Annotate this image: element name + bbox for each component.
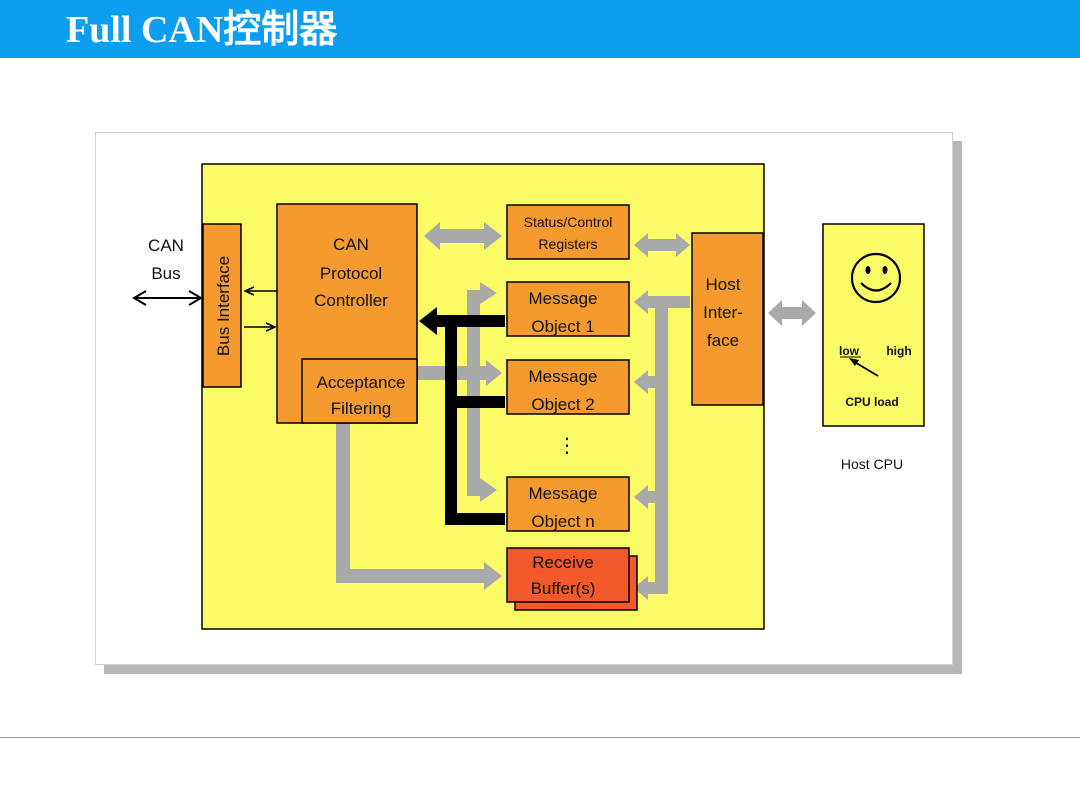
message-object-2-label-line1: Message — [529, 367, 598, 386]
receive-buffers-label-line1: Receive — [532, 553, 593, 572]
message-object-1-label-line2: Object 1 — [531, 317, 594, 336]
protocol-controller-label-line3: Controller — [314, 291, 388, 310]
host-interface-block — [691, 232, 764, 406]
message-object-1-block — [506, 281, 630, 337]
host-cpu-label: Host CPU — [841, 456, 903, 472]
host-interface-label-line2: Inter- — [703, 303, 743, 322]
message-object-n-label-line1: Message — [529, 484, 598, 503]
can-bus-label-line1: CAN — [148, 236, 184, 255]
receive-buffers-label-line2: Buffer(s) — [531, 579, 596, 598]
receive-buffers-block — [506, 547, 630, 603]
smiley-face-icon — [850, 252, 902, 304]
message-object-2-block — [506, 359, 630, 415]
can-bus-arrowhead-left — [132, 290, 147, 306]
message-objects-ellipsis: ⋮ — [557, 435, 577, 457]
message-object-1-label-line1: Message — [529, 289, 598, 308]
bus-interface-block — [202, 223, 242, 388]
page-title: Full CAN控制器 — [66, 9, 338, 51]
host-interface-label-line3: face — [707, 331, 739, 350]
grey-data-paths — [336, 222, 816, 600]
acceptance-filtering-label-line1: Acceptance — [317, 373, 406, 392]
status-control-label-line2: Registers — [538, 236, 597, 252]
host-cpu-block — [822, 223, 925, 427]
status-control-registers-block — [506, 204, 630, 260]
cpu-load-low-label: low — [839, 344, 860, 358]
message-object-n-block — [506, 476, 630, 532]
protocol-controller-label-line1: CAN — [333, 235, 369, 254]
black-data-paths — [419, 307, 505, 525]
bus-interface-label: Bus Interface — [214, 256, 233, 356]
cpu-load-gauge-needle-icon — [849, 358, 879, 377]
footer-divider — [0, 737, 1080, 738]
cpu-load-label: CPU load — [845, 395, 898, 409]
title-bar: Full CAN控制器 — [0, 0, 1080, 58]
acceptance-filtering-block — [301, 358, 418, 424]
can-bus-arrowhead-right — [188, 290, 203, 306]
cpu-load-high-label: high — [886, 344, 911, 358]
host-interface-label-line1: Host — [706, 275, 741, 294]
message-object-2-label-line2: Object 2 — [531, 395, 594, 414]
status-control-label-line1: Status/Control — [524, 214, 613, 230]
acceptance-filtering-label-line2: Filtering — [331, 399, 391, 418]
can-bus-label-line2: Bus — [151, 264, 180, 283]
message-object-n-label-line2: Object n — [531, 512, 594, 531]
protocol-controller-label-line2: Protocol — [320, 264, 382, 283]
